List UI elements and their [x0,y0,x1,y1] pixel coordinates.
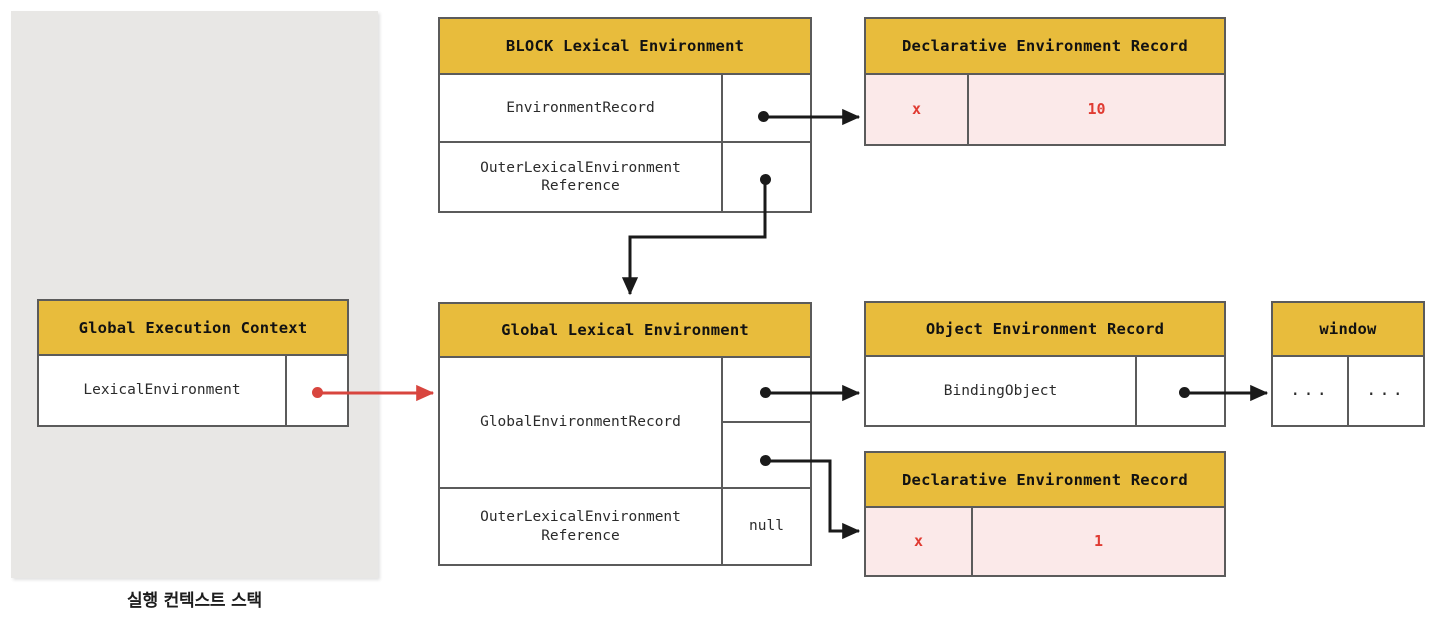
dot-global-environment-record-object [760,387,771,398]
execution-context-stack-panel [11,11,378,578]
block-lexical-environment-header: BLOCK Lexical Environment [440,19,810,75]
window-box: window ... ... [1271,301,1425,427]
execution-context-stack-caption: 실행 컨텍스트 스택 [127,591,262,611]
declarative-environment-record-block-box: Declarative Environment Record x 10 [864,17,1226,146]
table-row: OuterLexicalEnvironment Reference [440,143,810,211]
block-lexical-environment-box: BLOCK Lexical Environment EnvironmentRec… [438,17,812,213]
binding-value-x-block: 10 [969,75,1224,144]
declarative-environment-record-global-box: Declarative Environment Record x 1 [864,451,1226,577]
dot-block-outer-reference [760,174,771,185]
global-lexical-environment-box: Global Lexical Environment GlobalEnviron… [438,302,812,566]
declarative-environment-record-block-header: Declarative Environment Record [866,19,1224,75]
global-outer-lexical-environment-reference-label: OuterLexicalEnvironment Reference [440,489,723,564]
dot-block-environment-record [758,111,769,122]
binding-object-label: BindingObject [866,357,1137,425]
object-environment-pointer-cell [723,358,810,423]
window-header: window [1273,303,1423,357]
table-row: GlobalEnvironmentRecord [440,358,810,489]
table-row: LexicalEnvironment [39,356,347,425]
binding-name-x-block: x [866,75,969,144]
environment-record-pointer-cell [723,75,810,141]
table-row: BindingObject [866,357,1224,425]
global-execution-context-header: Global Execution Context [39,301,347,356]
object-environment-record-box: Object Environment Record BindingObject [864,301,1226,427]
table-row: OuterLexicalEnvironment Reference null [440,489,810,564]
block-outer-lexical-environment-reference-label: OuterLexicalEnvironment Reference [440,143,723,211]
dot-global-environment-record-declarative [760,455,771,466]
binding-name-x-global: x [866,508,973,575]
table-row: ... ... [1273,357,1423,425]
declarative-environment-record-global-header: Declarative Environment Record [866,453,1224,508]
global-lexical-environment-header: Global Lexical Environment [440,304,810,358]
table-row: EnvironmentRecord [440,75,810,143]
window-property-right: ... [1366,380,1406,401]
window-property-left: ... [1273,357,1349,425]
object-environment-record-header: Object Environment Record [866,303,1224,357]
environment-record-label: EnvironmentRecord [440,75,723,141]
global-environment-record-pointer-column [723,358,810,487]
dot-lexical-environment [312,387,323,398]
global-execution-context-box: Global Execution Context LexicalEnvironm… [37,299,349,427]
binding-value-x-global: 1 [973,508,1224,575]
global-outer-reference-value: null [749,518,784,535]
global-environment-record-label: GlobalEnvironmentRecord [440,358,723,487]
table-row: x 1 [866,508,1224,575]
table-row: x 10 [866,75,1224,144]
lexical-environment-label: LexicalEnvironment [39,356,287,425]
dot-binding-object [1179,387,1190,398]
